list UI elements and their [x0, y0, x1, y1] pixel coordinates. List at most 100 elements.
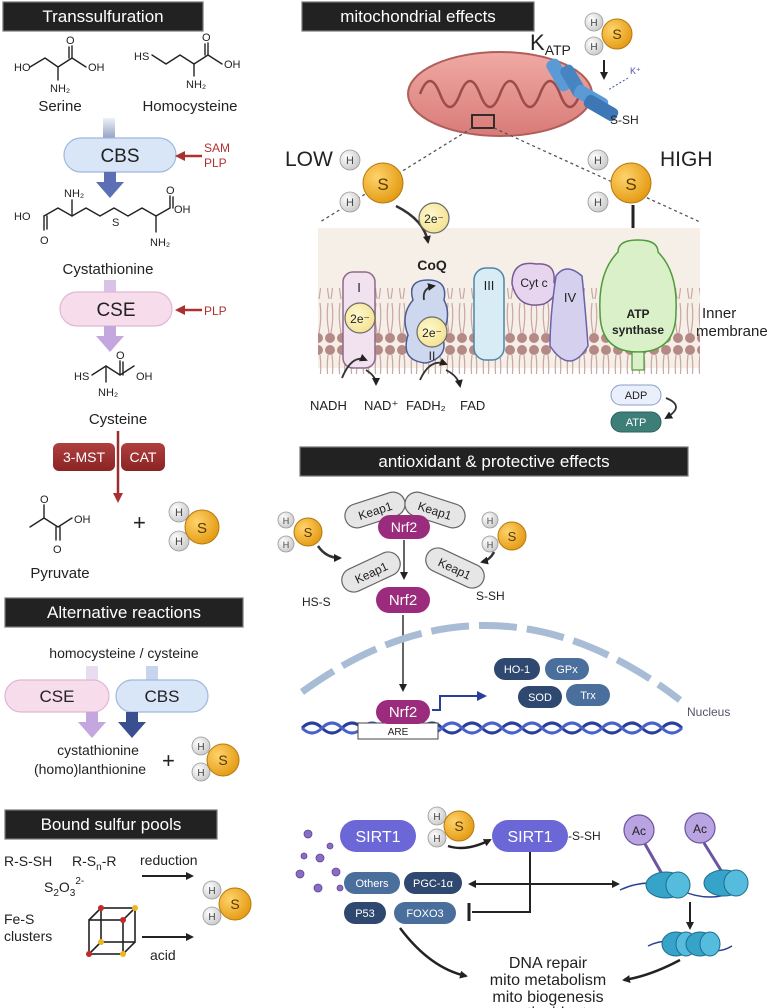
- sod-gene: SOD: [518, 686, 562, 708]
- nrf2-label-2: Nrf2: [389, 592, 417, 609]
- outcome-1: DNA repair: [509, 955, 588, 972]
- pyruvate-o1-label: O: [40, 494, 49, 506]
- plp1-label: PLP: [204, 156, 227, 170]
- complex3-label: III: [484, 278, 495, 293]
- alt-cbs-arrow: [118, 712, 146, 738]
- alternative-header: Alternative reactions: [4, 597, 244, 628]
- homocysteine-atoms: HS O OH NH₂: [134, 32, 241, 91]
- homocysteine-label: Homocysteine: [142, 98, 237, 115]
- complex2-label: II: [429, 349, 436, 363]
- alt-cbs-enzyme: CBS: [115, 679, 209, 713]
- electron-complex2: 2e⁻: [416, 316, 448, 348]
- h2s-molecule-1: H H S: [168, 501, 220, 552]
- alt-substrates-label: homocysteine / cysteine: [49, 645, 199, 661]
- foxo3-target: FOXO3: [394, 902, 456, 924]
- cystathionine-s-label: S: [112, 217, 119, 229]
- nucleosome-compact: [647, 931, 733, 957]
- cysteine-label: Cysteine: [89, 411, 147, 428]
- cystathionine-structure: [43, 195, 174, 233]
- h-label: H: [433, 812, 440, 823]
- sirt1-activation-arrow: [447, 838, 492, 850]
- fadh2-label: FADH₂: [406, 398, 446, 413]
- alt-cse-shaft: [86, 666, 98, 680]
- h-label: H: [487, 516, 494, 526]
- sod-label: SOD: [528, 692, 552, 704]
- acetyl-group-1: Ac: [623, 814, 664, 875]
- cystathionine-o1-label: O: [40, 235, 49, 247]
- s-label: S: [454, 818, 463, 834]
- homocysteine-hs-label: HS: [134, 51, 149, 63]
- s-label: S: [377, 175, 388, 194]
- inner-label-1: Inner: [702, 305, 736, 322]
- kplus-label: K⁺: [630, 66, 641, 76]
- nrf2-nuclear: Nrf2: [376, 700, 430, 724]
- cse-arrow-shaft: [104, 280, 116, 292]
- nadh-label: NADH: [310, 398, 347, 413]
- h2s-molecule-2: H H S: [191, 736, 240, 782]
- pathway-arrow-shaft: [103, 118, 115, 138]
- low-label: LOW: [285, 148, 333, 171]
- cysteine-oh-label: OH: [136, 371, 153, 383]
- h-label: H: [175, 507, 183, 519]
- plp2-label: PLP: [204, 304, 227, 318]
- cystathionine-ho-label: HO: [14, 211, 31, 223]
- s-label: S: [304, 525, 313, 540]
- nrf2-label-3: Nrf2: [389, 704, 417, 721]
- gpx-label: GPx: [556, 664, 578, 676]
- fadh2-arrow-in: [419, 358, 448, 381]
- h-label: H: [487, 540, 494, 550]
- transsulfuration-plus: +: [133, 510, 146, 535]
- hs-s-label: HS-S: [302, 595, 331, 609]
- h-label: H: [175, 536, 183, 548]
- complex4-label: IV: [564, 290, 577, 305]
- are-label: ARE: [388, 727, 409, 738]
- low-to-coq-arrow: [395, 204, 431, 244]
- h2s-to-keap-right-arrow: [480, 551, 496, 565]
- high-label: HIGH: [660, 148, 713, 171]
- rssh-label: R-S-SH: [4, 853, 52, 869]
- s-label: S: [218, 752, 227, 768]
- atp-label: ATP: [626, 417, 647, 429]
- h-label: H: [208, 886, 215, 897]
- transsulfuration-header: Transsulfuration: [2, 1, 204, 32]
- alternative-plus: +: [162, 748, 175, 773]
- antiox-title: antioxidant & protective effects: [378, 452, 609, 471]
- h-label: H: [283, 516, 290, 526]
- h2s-molecule-keap-right: H H S: [481, 511, 527, 553]
- nadh-arrow-out: [365, 369, 380, 386]
- fes-label-1: Fe-S: [4, 911, 34, 927]
- s-label: S: [625, 175, 636, 194]
- h-label: H: [590, 18, 597, 29]
- nrf2-free: Nrf2: [376, 587, 430, 613]
- p53-label: P53: [355, 908, 375, 920]
- cbs-label: CBS: [100, 146, 139, 167]
- sirt1-ssh-label: -S-SH: [568, 829, 601, 843]
- electron-coq: 2e⁻: [418, 202, 450, 234]
- electron-label: 2e⁻: [424, 212, 444, 226]
- small-molecules-icon: [295, 829, 344, 893]
- serine-atoms: HO O OH NH₂: [14, 35, 105, 95]
- bound-header: Bound sulfur pools: [4, 809, 218, 840]
- mito-header: mitochondrial effects: [301, 1, 535, 32]
- s-label: S: [508, 529, 517, 544]
- h-label: H: [594, 155, 602, 167]
- nucleus-label: Nucleus: [687, 705, 730, 719]
- cystathionine-nh2b-label: NH₂: [150, 237, 170, 249]
- s-sh-label: S-SH: [476, 589, 505, 603]
- cse-enzyme: CSE: [59, 291, 173, 327]
- nucleosome-acetylated: [619, 869, 749, 899]
- gpx-gene: GPx: [545, 658, 589, 680]
- h-label: H: [433, 834, 440, 845]
- histone-to-outcome-arrow: [622, 958, 681, 984]
- h-label: H: [197, 768, 204, 779]
- pyruvate-oh-label: OH: [74, 514, 91, 526]
- alt-product-1: cystathionine: [57, 742, 139, 758]
- h-label: H: [346, 155, 354, 167]
- reduction-label: reduction: [140, 852, 198, 868]
- sirt1-label-2: SIRT1: [507, 829, 552, 846]
- outcome-2: mito metabolism: [490, 972, 606, 989]
- transsulfuration-title: Transsulfuration: [42, 7, 163, 26]
- transcription-arrow: [432, 691, 487, 711]
- h2s-molecule-katp: H H S: [584, 12, 633, 56]
- keap1-modified-right: Keap1: [425, 547, 485, 589]
